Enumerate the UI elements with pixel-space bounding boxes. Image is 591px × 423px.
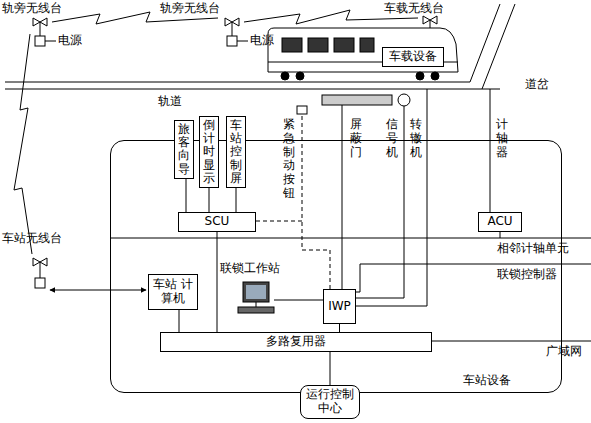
device-label: 屏蔽门 [350,118,362,159]
antenna-symbol [225,18,239,46]
part-label: 广域网 [546,345,582,359]
node-text: 车站 计算机 [152,278,194,306]
device-label: 转辙机 [410,118,422,159]
interlock-wire [353,264,591,292]
axle-counter-wire [490,89,491,212]
part-label: 联锁工作站 [220,262,280,276]
connector [209,188,210,212]
wan-wire [432,341,591,342]
multiplexer-box: 多路复用器 [160,332,432,352]
connector [217,232,218,332]
connector [330,352,331,385]
power-wire [237,41,248,42]
connector [339,324,340,332]
train [268,28,458,80]
node-text: 多路复用器 [266,335,326,349]
node-text: IWP [328,300,351,314]
part-label: 电源 [250,34,274,48]
adjacent-wire [110,238,591,239]
node-text: ACU [487,215,512,229]
node-text: 运行控制 中心 [304,388,356,416]
connector [236,188,237,212]
part-label: 车站无线台 [2,232,62,246]
device-label: 紧急制动按钮 [283,118,295,201]
connector [186,179,187,212]
dashed-wire [256,114,302,221]
node-text: 车载设备 [389,50,437,64]
control-screen-box: 车站控制屏 [226,116,246,188]
screen-door-wire [342,105,343,289]
iwp-box: IWP [323,289,356,324]
part-label: 道岔 [525,78,549,92]
power-wire [45,41,56,42]
part-label: 联锁控制器 [497,268,557,282]
part-label: 车载无线台 [384,2,444,16]
node-text: 车站控制屏 [230,119,242,185]
connector [179,310,180,332]
part-label: 轨道 [158,95,182,109]
acu-box: ACU [478,212,522,232]
scu-box: SCU [178,212,256,232]
part-label: 轨旁无线台 [2,2,62,16]
node-text: SCU [205,215,230,229]
guide-box: 旅客向导 [174,120,194,179]
workstation-icon [238,282,323,313]
onboard-box: 车载设备 [382,47,444,67]
node-text: 车站设备 [463,374,511,388]
switch-wire [353,89,427,306]
control-center-box: 运行控制 中心 [300,385,360,419]
antenna-symbol [33,18,47,46]
part-label: 相邻计轴单元 [497,242,569,256]
node-text: 倒计时显示 [203,119,215,185]
part-label: 轨旁无线台 [160,2,220,16]
computer-box: 车站 计算机 [148,274,198,310]
signal-symbol [398,94,410,106]
countdown-box: 倒计时显示 [199,116,219,188]
device-label: 计轴器 [496,118,508,159]
device-label: 信号机 [386,118,398,159]
radio-data-link [50,290,146,291]
part-label: 电源 [58,34,82,48]
antenna-symbol [33,258,47,288]
dashed-wire [302,221,330,289]
screen-door [322,95,392,105]
emergency-button [297,106,307,114]
radio-link [14,34,32,254]
track [5,4,515,89]
node-text: 旅客向导 [178,123,190,176]
